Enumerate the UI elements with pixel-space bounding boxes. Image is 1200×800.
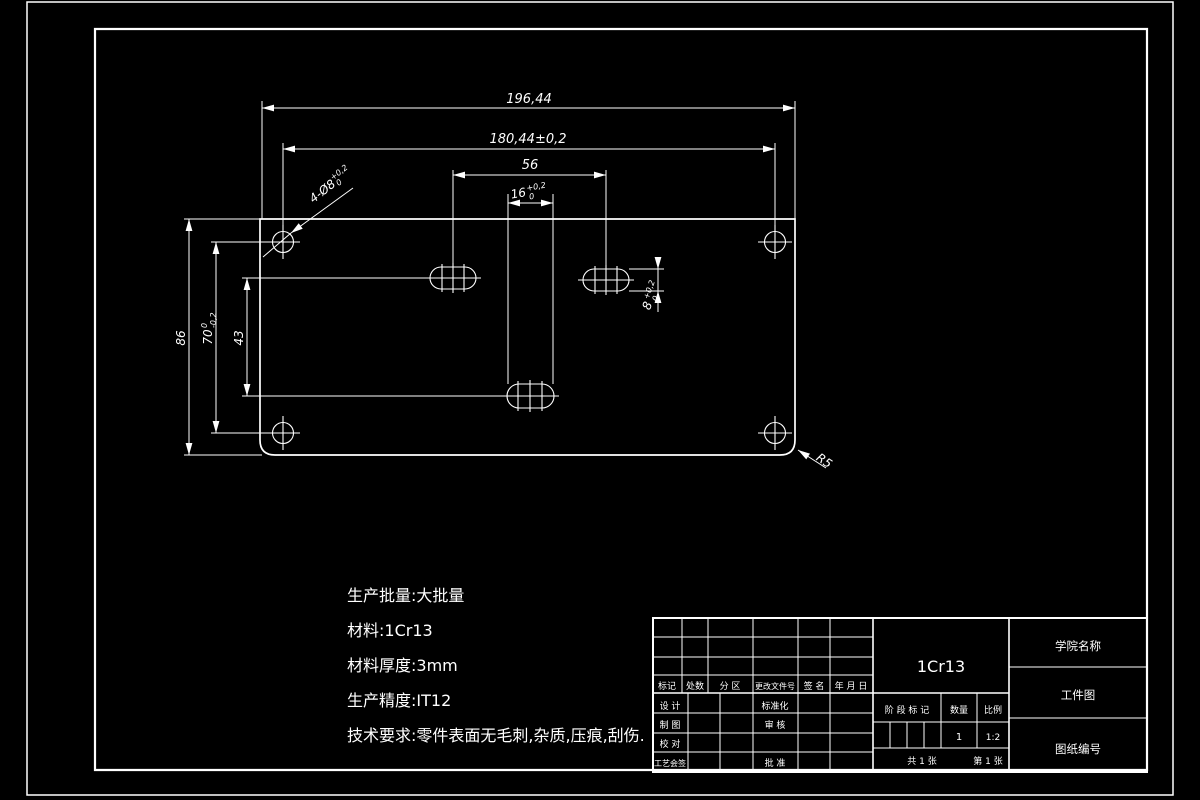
dim-hole-span-height-value: 70 0 -0,2 <box>200 312 218 344</box>
holes-callout-sub: 0 <box>334 177 344 187</box>
dim-total-width-value: 196,44 <box>506 92 552 107</box>
dim-height <box>184 219 262 455</box>
dim-height-value: 86 <box>174 330 188 346</box>
dim-slot-width-16 <box>508 194 553 384</box>
tb-sheets-total: 共 1 张 <box>907 756 936 767</box>
dim-8-sub: 0 <box>651 295 661 303</box>
fillet-callout-text: R5 <box>814 450 835 471</box>
slot-bottom <box>501 380 559 412</box>
hole-top-left <box>266 225 300 259</box>
tb-scale-label: 比例 <box>984 704 1002 716</box>
tb-material: 1Cr13 <box>917 657 965 676</box>
outer-border <box>27 2 1173 795</box>
dim-16-main: 16 <box>510 185 528 202</box>
tb-scale-value: 1:2 <box>986 733 1000 743</box>
tb-role-design: 设 计 <box>660 700 681 712</box>
dim-total-width <box>262 101 795 219</box>
tb-role-check: 校 对 <box>660 738 681 750</box>
tb-rev-date: 年 月 日 <box>835 680 868 692</box>
part-outline <box>260 219 795 455</box>
tb-rev-mark: 标记 <box>658 680 676 692</box>
inner-frame <box>95 29 1147 770</box>
tb-role-standard: 标准化 <box>761 700 788 712</box>
tb-doc-title: 工件图 <box>1061 688 1096 702</box>
tb-rev-docno: 更改文件号 <box>755 681 795 691</box>
dim-16-sub: 0 <box>528 192 535 202</box>
dim-slot-span <box>453 170 606 268</box>
tb-stage-label: 阶 段 标 记 <box>885 704 930 716</box>
dim-70-main: 70 <box>201 329 215 345</box>
tb-doc-number: 图纸编号 <box>1055 742 1101 756</box>
dim-16-sup: +0,2 <box>526 181 547 193</box>
dim-70-sup: 0 <box>200 323 209 328</box>
note-batch: 生产批量:大批量 <box>347 586 464 605</box>
slot-right <box>578 265 634 295</box>
tb-role-audit: 审 核 <box>765 719 786 731</box>
dim-slot-height-8 <box>629 257 664 312</box>
note-material: 材料:1Cr13 <box>347 621 433 640</box>
dim-slot-height-8-value: 8 +0,2 0 <box>639 279 661 312</box>
tb-role-approve: 批 准 <box>765 757 786 769</box>
hole-bottom-right <box>758 416 792 450</box>
tb-rev-zone: 分 区 <box>720 681 741 692</box>
tb-qty-value: 1 <box>956 732 962 743</box>
fillet-callout-leader <box>798 450 826 468</box>
dim-43-text: 43 <box>232 330 246 345</box>
tb-qty-label: 数量 <box>950 704 968 716</box>
holes-callout: 4-Ø8 +0,2 0 <box>307 163 350 206</box>
hole-top-right <box>758 225 792 259</box>
hole-bottom-left <box>266 416 300 450</box>
tech-notes: 生产批量:大批量 材料:1Cr13 材料厚度:3mm 生产精度:IT12 技术要… <box>347 586 645 745</box>
title-block-grid <box>653 618 1147 772</box>
dim-height-text: 86 <box>174 330 188 346</box>
note-thickness: 材料厚度:3mm <box>347 656 458 675</box>
tb-school-name: 学院名称 <box>1055 639 1101 653</box>
dim-hole-span-height <box>211 242 270 433</box>
dim-hole-span-width <box>283 143 775 228</box>
tb-sheet-no: 第 1 张 <box>973 755 1002 767</box>
tb-role-process: 工艺会签 <box>654 758 686 768</box>
dim-slot-span-value: 56 <box>522 158 539 173</box>
dim-slot-offset-value: 43 <box>232 330 246 345</box>
dim-slot-offset <box>242 278 505 396</box>
tb-rev-count: 处数 <box>686 680 704 692</box>
holes-callout-leader <box>263 188 353 257</box>
slot-left <box>425 263 481 293</box>
tb-role-draft: 制 图 <box>660 719 681 731</box>
dim-hole-span-width-value: 180,44±0,2 <box>489 132 566 147</box>
fillet-callout: R5 <box>814 450 835 471</box>
note-precision: 生产精度:IT12 <box>347 691 451 710</box>
note-requirements: 技术要求:零件表面无毛刺,杂质,压痕,刮伤. <box>347 726 645 745</box>
title-block-text: 标记 处数 分 区 更改文件号 签 名 年 月 日 设 计 制 图 校 对 工艺… <box>654 639 1101 769</box>
dim-70-sub: -0,2 <box>209 312 218 328</box>
dim-slot-width-16-value: 16 +0,2 0 <box>510 181 547 202</box>
tb-rev-sign: 签 名 <box>804 680 825 692</box>
